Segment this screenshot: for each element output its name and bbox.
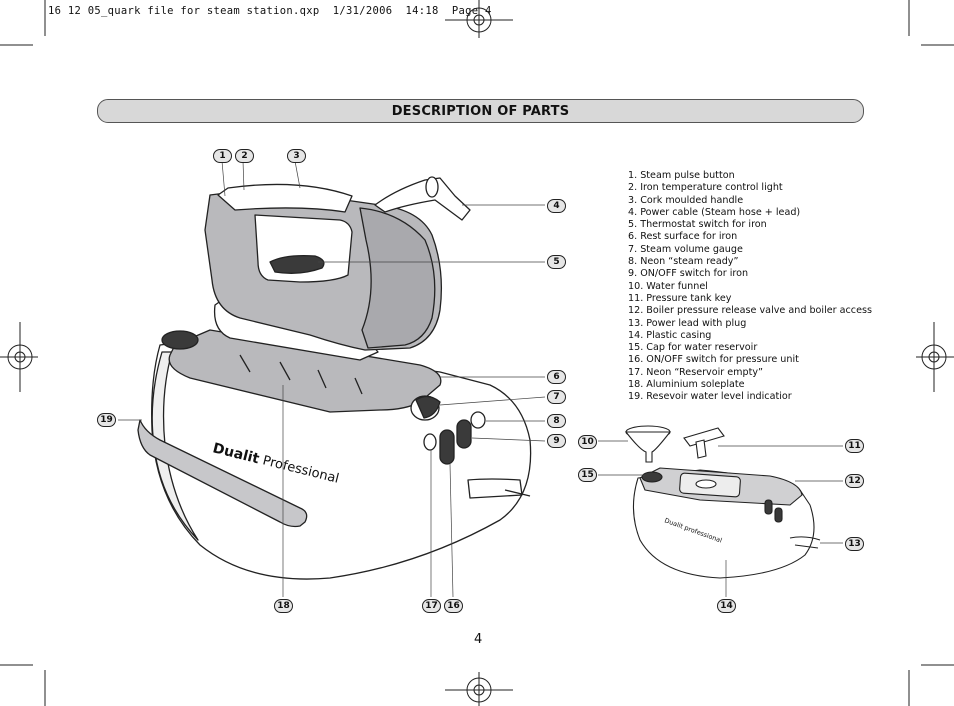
callout-3: 3 [287,149,306,163]
parts-list-item: 5. Thermostat switch for iron [628,219,767,231]
steam-station-illustration: Dualit Professional [137,176,532,580]
registration-mark-left [0,322,38,392]
parts-list-item: 1. Steam pulse button [628,170,735,181]
parts-list-item: 19. Resevoir water level indicatior [628,391,792,403]
iron-on-off-switch [456,419,472,449]
callout-16: 16 [444,599,463,613]
section-title: DESCRIPTION OF PARTS [391,104,570,119]
neon-steam-ready [470,411,486,429]
callout-7: 7 [547,390,566,404]
steam-gauge-knob [415,395,441,419]
parts-list-item: 15. Cap for water reservoir [628,342,758,354]
power-lead [467,478,523,499]
parts-list-item: 2. Iron temperature control light [628,182,783,194]
callout-17: 17 [422,599,441,613]
callout-10: 10 [578,435,597,449]
callout-2: 2 [235,149,254,163]
water-level-indicator [137,419,308,528]
callout-9: 9 [547,434,566,448]
registration-mark-right [916,322,954,392]
parts-list-item: 7. Steam volume gauge [628,243,743,255]
iron-side-panel [359,207,436,349]
registration-mark-bottom [445,672,513,706]
parts-list-item: 13. Power lead with plug [628,317,747,329]
callout-12: 12 [845,474,864,488]
neon-reservoir-empty [423,433,437,451]
rest-surface [168,329,442,413]
small-reservoir-cap [641,471,663,483]
cork-handle [217,183,353,213]
parts-list-item: 14. Plastic casing [628,329,712,341]
callout-18: 18 [274,599,293,613]
small-switch-b [774,507,783,523]
rest-ridges [239,354,363,395]
parts-list-item: 8. Neon “steam ready” [628,256,739,268]
callout-14: 14 [717,599,736,613]
callout-6: 6 [547,370,566,384]
callout-4: 4 [547,199,566,213]
leader-lines [118,160,843,598]
small-lead [789,536,821,549]
pressure-tank-key [683,427,725,459]
power-lead-plug [504,489,531,497]
base-knob [161,330,199,350]
small-switch-a [764,499,773,515]
base-left-cap [151,351,199,541]
page-number: 4 [474,632,483,647]
parts-list-item: 17. Neon “Reservoir empty” [628,366,763,378]
parts-list-item: 12. Boiler pressure release valve and bo… [628,305,872,317]
callout-11: 11 [845,439,864,453]
water-funnel [624,425,672,463]
callout-1: 1 [213,149,232,163]
power-cable [374,177,471,221]
callout-8: 8 [547,414,566,428]
parts-list: 1. Steam pulse button 2. Iron temperatur… [628,170,872,404]
callout-15: 15 [578,468,597,482]
parts-list-item: 10. Water funnel [628,280,708,292]
parts-list-item: 6. Rest surface for iron [628,231,738,243]
callout-19: 19 [97,413,116,427]
cable-end [425,176,439,198]
section-title-bar: DESCRIPTION OF PARTS [97,99,864,123]
parts-list-item: 18. Aluminium soleplate [628,379,745,391]
small-station-illustration: Dualit professional [632,467,821,579]
parts-list-item: 3. Cork moulded handle [628,194,744,206]
parts-list-item: 11. Pressure tank key [628,292,732,304]
pressure-on-off-switch [439,429,455,465]
callout-13: 13 [845,537,864,551]
callout-5: 5 [547,255,566,269]
parts-list-item: 4. Power cable (Steam hose + lead) [628,206,801,218]
registration-mark-top [445,0,513,38]
print-header: 16 12 05_quark file for steam station.qx… [48,5,492,17]
parts-list-item: 16. ON/OFF switch for pressure unit [628,354,799,366]
small-valve [695,479,717,489]
parts-list-item: 9. ON/OFF switch for iron [628,268,749,280]
